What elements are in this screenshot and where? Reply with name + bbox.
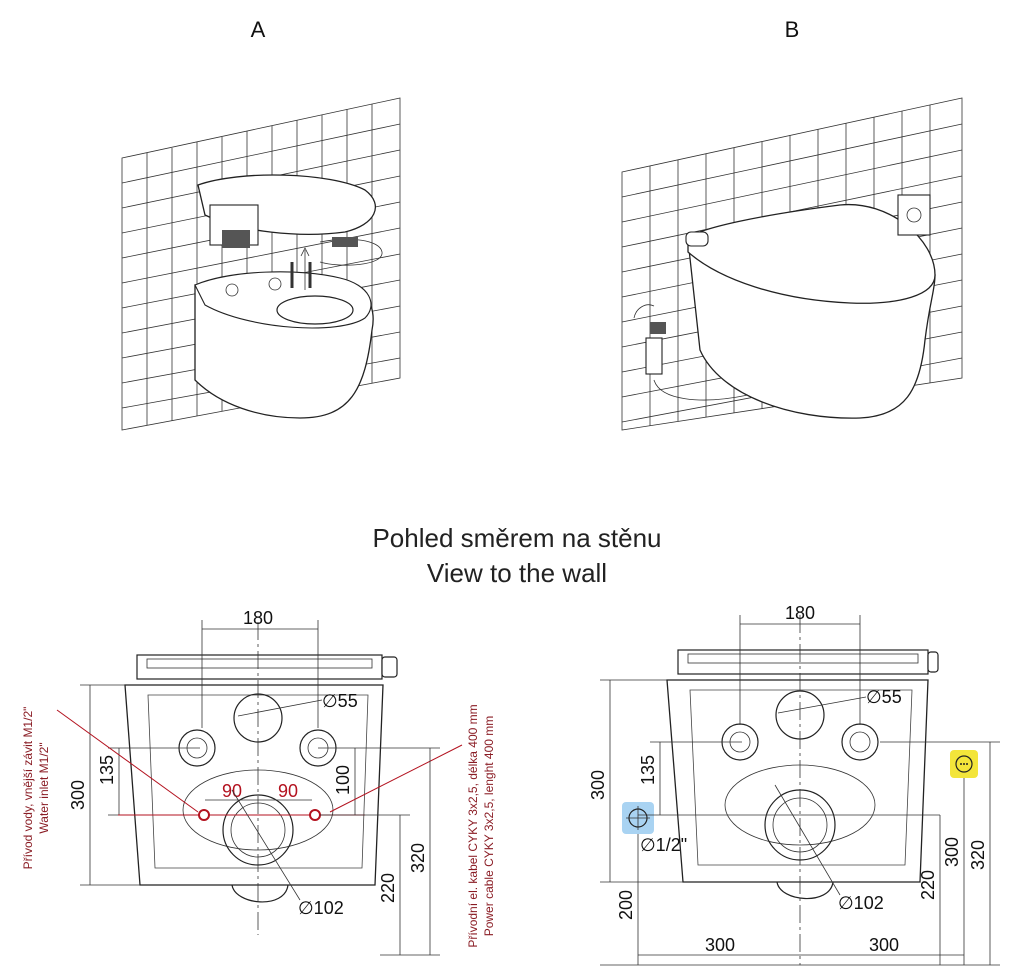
bowl-outline-left xyxy=(124,684,384,886)
view-b-label: B xyxy=(785,17,800,42)
water-filter-b xyxy=(645,337,663,375)
unit-block-a xyxy=(222,230,250,248)
dim-320-right: 320 xyxy=(968,840,988,870)
dim-300-bottom-right: 300 xyxy=(869,935,899,955)
bowl-rim-a xyxy=(194,271,372,329)
seat-lid-b xyxy=(687,203,936,304)
right-technical-drawing: 180 ∅55 135 300 ∅1/2" 200 ∅102 220 300 xyxy=(588,603,1000,966)
wall-tiles-a xyxy=(121,97,401,431)
dim-55-left: ∅55 xyxy=(322,691,358,711)
dim-half-inch: ∅1/2" xyxy=(640,835,687,855)
wall-socket-b xyxy=(897,194,931,236)
dim-300-right-r: 300 xyxy=(942,837,962,867)
connector-a xyxy=(332,237,358,247)
rotate-arrow-b xyxy=(633,304,655,319)
bowl-opening-a xyxy=(276,295,354,325)
dim-200-right: 200 xyxy=(616,890,636,920)
dim-90-left-b: 90 xyxy=(278,781,298,801)
dim-55-right: ∅55 xyxy=(866,687,902,707)
view-a-label: A xyxy=(251,17,266,42)
dim-180-left: 180 xyxy=(243,608,273,628)
power-inlet-marker xyxy=(309,809,321,821)
water-note-cz: Přívod vody, vnější závit M1/2" xyxy=(21,707,35,870)
water-inlet-marker xyxy=(198,809,210,821)
dim-135-right: 135 xyxy=(638,755,658,785)
dim-300-left: 300 xyxy=(68,780,88,810)
dim-300-bottom-left: 300 xyxy=(705,935,735,955)
dim-300-right-v: 300 xyxy=(588,770,608,800)
power-note-en: Power cable CYKY 3x2,5, lenght 400 mm xyxy=(482,716,496,937)
illustration-b xyxy=(621,97,963,431)
dim-320-left: 320 xyxy=(408,843,428,873)
dim-180-right: 180 xyxy=(785,603,815,623)
seat-top-left xyxy=(136,654,383,680)
dim-100-left: 100 xyxy=(333,765,353,795)
dim-220-left: 220 xyxy=(378,873,398,903)
dim-102-right: ∅102 xyxy=(838,893,884,913)
wall-tiles-b xyxy=(621,97,963,431)
power-note-cz: Přívodní el. kabel CYKY 3x2,5, délka 400… xyxy=(466,704,480,947)
dim-135-left: 135 xyxy=(97,755,117,785)
hose-b xyxy=(653,379,749,401)
dim-102-left: ∅102 xyxy=(298,898,344,918)
illustration-a xyxy=(121,97,401,431)
seat-top-right xyxy=(677,649,929,675)
dim-220-right: 220 xyxy=(918,870,938,900)
title-line-1: Pohled směrem na stěnu xyxy=(372,523,661,553)
left-technical-drawing: 180 ∅55 135 300 100 90 90 ∅102 220 xyxy=(21,608,496,956)
title-line-2: View to the wall xyxy=(427,558,607,588)
dim-90-left-a: 90 xyxy=(222,781,242,801)
water-note-en: Water inlet M1/2" xyxy=(37,742,51,833)
